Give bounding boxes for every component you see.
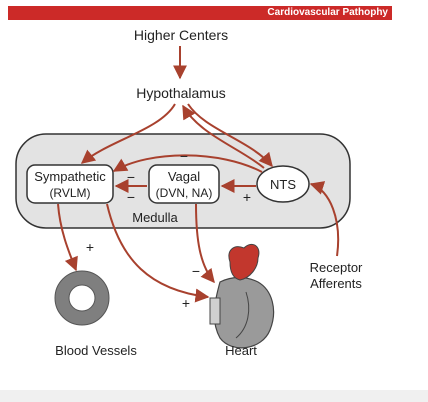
arrow-vagal-to-heart [195, 203, 215, 284]
sympathetic-box [26, 164, 114, 204]
label-receptor-line1: Receptor [310, 260, 363, 275]
vagal-box [148, 164, 220, 204]
arrow-sympathetic-to-heart [106, 203, 210, 303]
label-hypothalamus: Hypothalamus [136, 85, 226, 101]
label-nts: NTS [270, 177, 296, 192]
label-vagal-sub: (DVN, NA) [156, 186, 213, 200]
label-sympathetic: Sympathetic [34, 169, 106, 184]
label-higher-centers: Higher Centers [134, 27, 228, 43]
arrow-hypothalamus-to-sympathetic [80, 103, 176, 164]
arrow-receptor-to-nts [309, 181, 340, 257]
label-heart: Heart [225, 343, 257, 358]
sign-vagal-to-sympathetic: − [127, 169, 135, 185]
label-medulla: Medulla [132, 210, 178, 225]
arrows [57, 46, 340, 303]
label-blood-vessels: Blood Vessels [55, 343, 137, 358]
banner-title: Cardiovascular Pathophy [267, 7, 388, 18]
sign-nts-to-sympathetic: − [180, 148, 188, 164]
label-vagal: Vagal [168, 169, 200, 184]
label-receptor-line2: Afferents [310, 276, 362, 291]
blood-vessel-icon [55, 271, 109, 325]
sign-vagal-to-sympathetic-lower: − [127, 189, 135, 205]
heart-icon [209, 243, 275, 349]
sign-nts-to-vagal: + [243, 189, 251, 205]
header-banner: Cardiovascular Pathophy [8, 6, 392, 20]
footer-band [0, 390, 428, 402]
sign-vagal-to-heart: − [192, 263, 200, 279]
sign-sympathetic-to-heart: + [182, 295, 190, 311]
arrow-nts-to-sympathetic [112, 154, 263, 173]
label-sympathetic-sub: (RVLM) [49, 186, 90, 200]
nts-node [256, 165, 310, 203]
arrow-nts-to-hypothalamus [182, 104, 265, 169]
sign-sympathetic-to-vessels: + [86, 239, 94, 255]
arrow-sympathetic-to-vessels [57, 203, 78, 272]
